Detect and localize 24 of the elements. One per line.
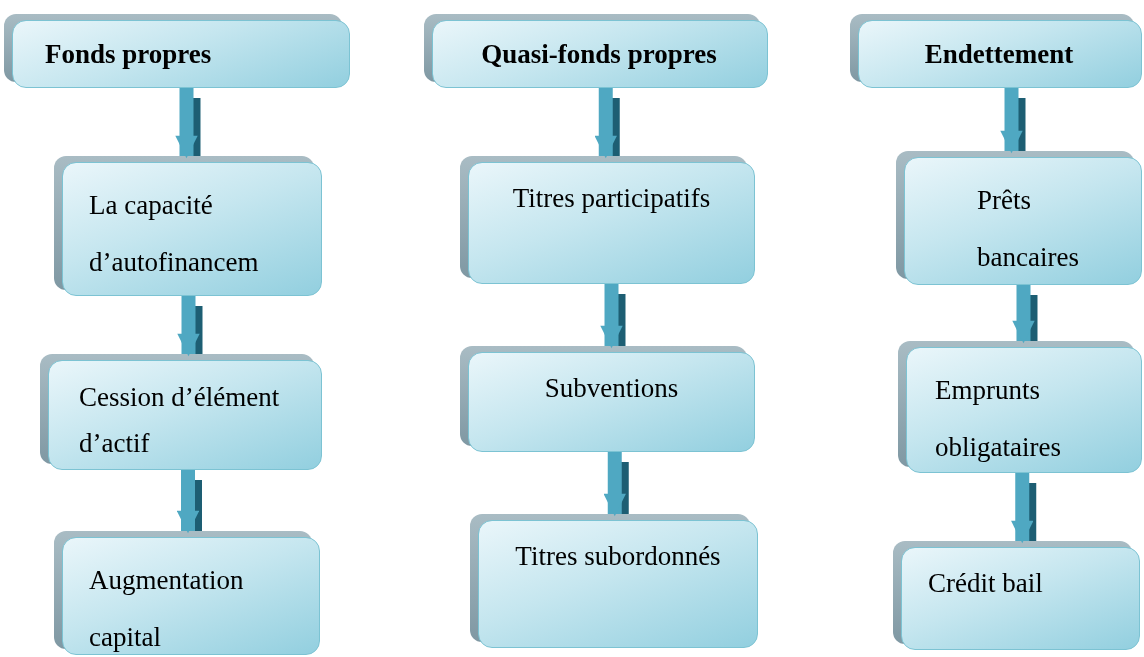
box-text: Titres subordonnés — [514, 540, 722, 573]
process-box — [904, 157, 1142, 285]
box-text: Emprunts obligataires — [935, 374, 1062, 464]
box-text: Cession d’élément d’actif — [79, 381, 281, 460]
process-box — [478, 520, 758, 648]
process-box — [906, 347, 1142, 473]
box-text: Augmentation capital — [89, 564, 245, 654]
process-box — [468, 162, 755, 284]
process-box — [901, 547, 1140, 650]
box-text: La capacité d’autofinancem — [89, 189, 260, 279]
header-box — [432, 20, 768, 88]
process-box — [468, 352, 755, 452]
process-box — [62, 537, 320, 655]
box-text: Titres participatifs — [511, 182, 712, 215]
process-box — [48, 360, 322, 470]
header-text: Quasi-fonds propres — [480, 37, 718, 71]
box-text: Prêts bancaires — [977, 184, 1080, 274]
header-box — [12, 20, 350, 88]
box-text: Subventions — [543, 372, 680, 405]
box-text: Crédit bail — [928, 567, 1044, 600]
process-box — [62, 162, 322, 296]
header-box — [858, 20, 1142, 88]
header-text: Endettement — [923, 37, 1075, 71]
header-text: Fonds propres — [45, 37, 213, 71]
